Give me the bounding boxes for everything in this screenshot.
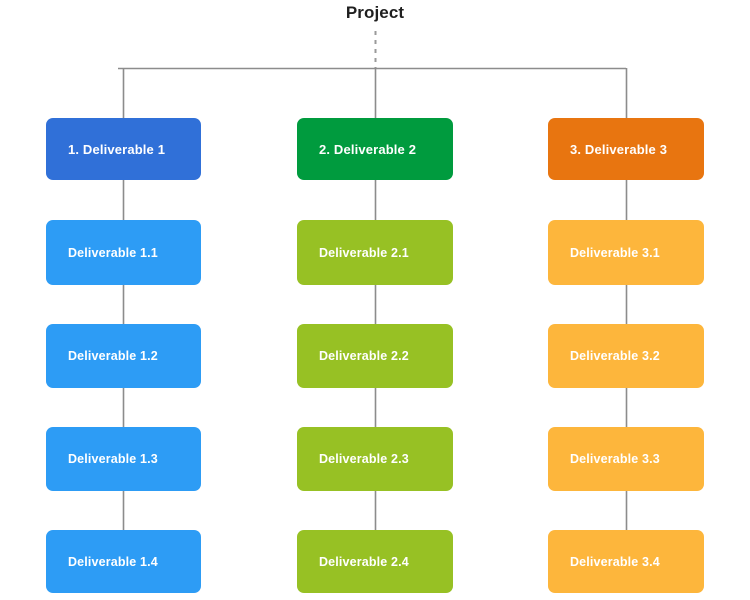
- branch-1-header-box[interactable]: 1. Deliverable 1: [46, 118, 201, 180]
- branch-3-child-1-box[interactable]: Deliverable 3.1: [548, 220, 704, 285]
- branch-1-child-1-box[interactable]: Deliverable 1.1: [46, 220, 201, 285]
- branch-3-header-label: 3. Deliverable 3: [570, 141, 668, 157]
- branch-1-child-4-box[interactable]: Deliverable 1.4: [46, 530, 201, 593]
- branch-3-child-4-box[interactable]: Deliverable 3.4: [548, 530, 704, 593]
- branch-1-child-1-label: Deliverable 1.1: [68, 245, 158, 260]
- branch-2-child-1-box[interactable]: Deliverable 2.1: [297, 220, 453, 285]
- branch-1-child-2-label: Deliverable 1.2: [68, 349, 158, 363]
- branch-2-child-3-label: Deliverable 2.3: [319, 452, 409, 466]
- branch-3-child-1-label: Deliverable 3.1: [570, 245, 660, 260]
- branch-3-header-box[interactable]: 3. Deliverable 3: [548, 118, 704, 180]
- branch-3-child-3-box[interactable]: Deliverable 3.3: [548, 427, 704, 491]
- branch-1-child-3-box[interactable]: Deliverable 1.3: [46, 427, 201, 491]
- branch-1-child-2-box[interactable]: Deliverable 1.2: [46, 324, 201, 388]
- branch-1-child-4-label: Deliverable 1.4: [68, 554, 158, 569]
- branch-1-header-label: 1. Deliverable 1: [68, 141, 166, 157]
- branch-2-child-2-box[interactable]: Deliverable 2.2: [297, 324, 453, 388]
- branch-2-header-label: 2. Deliverable 2: [319, 141, 417, 157]
- branch-3-child-2-box[interactable]: Deliverable 3.2: [548, 324, 704, 388]
- branch-2-child-3-box[interactable]: Deliverable 2.3: [297, 427, 453, 491]
- branch-3-child-3-label: Deliverable 3.3: [570, 452, 660, 466]
- branch-2-child-2-label: Deliverable 2.2: [319, 349, 409, 363]
- project-root-title: Project: [345, 3, 405, 22]
- branch-2-child-4-box[interactable]: Deliverable 2.4: [297, 530, 453, 593]
- branch-2-child-1-label: Deliverable 2.1: [319, 245, 409, 260]
- branch-2-header-box[interactable]: 2. Deliverable 2: [297, 118, 453, 180]
- branch-2-child-4-label: Deliverable 2.4: [319, 554, 409, 569]
- branch-3-child-2-label: Deliverable 3.2: [570, 349, 660, 363]
- branch-1-child-3-label: Deliverable 1.3: [68, 452, 158, 466]
- branch-3-child-4-label: Deliverable 3.4: [570, 554, 660, 569]
